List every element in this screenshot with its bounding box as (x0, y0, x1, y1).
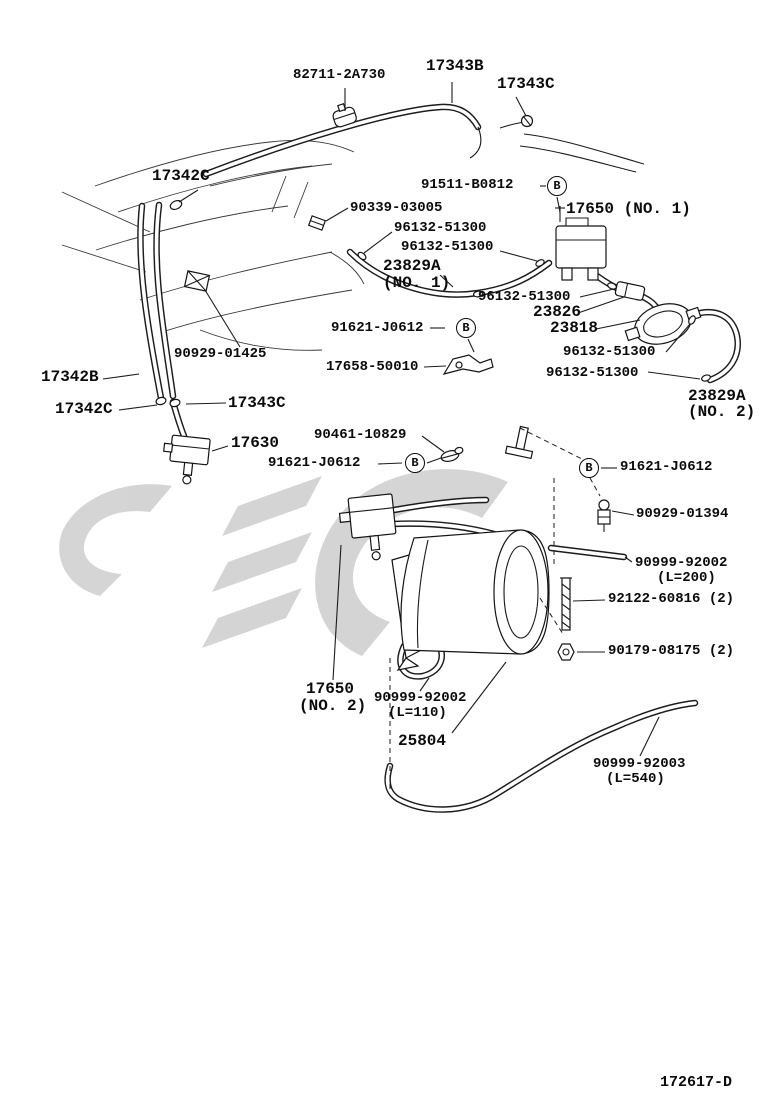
label-96132-51300-e: 96132-51300 (546, 365, 639, 381)
label-l110: (L=110) (388, 705, 447, 721)
label-96132-51300-c: 96132-51300 (478, 289, 571, 305)
detail-marker-b-icon: B (405, 453, 425, 473)
label-23829a-no1-sub: (NO. 1) (383, 274, 451, 292)
label-92122-60816: 92122-60816 (2) (608, 591, 735, 607)
label-91621-j0612-b: 91621-J0612 (268, 455, 361, 471)
label-17343c-top: 17343C (497, 75, 555, 93)
label-96132-51300-d: 96132-51300 (563, 344, 656, 360)
label-90999-92002-110: 90999-92002 (374, 690, 467, 706)
label-90339-03005: 90339-03005 (350, 200, 443, 216)
detail-marker-b-icon: B (547, 176, 567, 196)
nut-90179-drawing (557, 643, 575, 661)
label-17630: 17630 (231, 434, 280, 452)
label-82711-2a730: 82711-2A730 (293, 67, 386, 83)
vsv-17650-no2-drawing (338, 493, 397, 561)
label-17342c-top: 17342C (152, 167, 210, 185)
drawing-number: 172617-D (660, 1074, 733, 1091)
stud-92122-drawing (560, 577, 572, 631)
detail-marker-b-icon: B (456, 318, 476, 338)
components (155, 103, 711, 671)
bracket-17658-drawing (442, 354, 494, 375)
label-17650-no1: 17650 (NO. 1) (566, 200, 691, 218)
label-17342b: 17342B (41, 368, 99, 386)
label-90999-92002-200: 90999-92002 (635, 555, 728, 571)
label-17650-no2-sub: (NO. 2) (299, 697, 367, 715)
clamp-90929-01425-drawing (183, 270, 211, 292)
clamp-82711-drawing (332, 103, 357, 128)
label-23829a-no1: 23829A (383, 257, 441, 275)
label-17658-50010: 17658-50010 (326, 359, 419, 375)
valve-90929-01394-drawing (597, 499, 611, 532)
label-91511-b0812: 91511-B0812 (421, 177, 514, 193)
label-96132-51300-b: 96132-51300 (401, 239, 494, 255)
label-l540: (L=540) (606, 771, 665, 787)
clamp-90461-drawing (440, 446, 464, 462)
vsv-17650-no1-drawing (555, 217, 607, 281)
label-17650-no2: 17650 (306, 680, 355, 698)
label-23818: 23818 (550, 319, 599, 337)
label-17343b: 17343B (426, 57, 484, 75)
label-90179-08175: 90179-08175 (2) (608, 643, 735, 659)
leader-lines (102, 82, 701, 757)
label-l200: (L=200) (657, 570, 716, 586)
label-23829a-no2: 23829A (688, 387, 746, 405)
label-17343c-bottom: 17343C (228, 394, 286, 412)
label-90999-92003: 90999-92003 (593, 756, 686, 772)
detail-marker-b-icon: B (579, 458, 599, 478)
label-96132-51300-a: 96132-51300 (394, 220, 487, 236)
small-bracket-drawing (504, 425, 534, 460)
label-17342c-bottom: 17342C (55, 400, 113, 418)
label-90461-10829: 90461-10829 (314, 427, 407, 443)
label-91621-j0612-c: 91621-J0612 (620, 459, 713, 475)
label-23829a-no2-sub: (NO. 2) (688, 403, 756, 421)
clip-90339-drawing (307, 215, 327, 231)
clip-17342c-top-drawing (169, 199, 183, 211)
label-90929-01394: 90929-01394 (636, 506, 729, 522)
check-valve-23826-drawing (614, 281, 646, 301)
canister-25804-drawing (391, 529, 550, 671)
label-23826: 23826 (533, 303, 582, 321)
label-90929-01425: 90929-01425 (174, 346, 267, 362)
construction-lines (389, 427, 601, 790)
label-25804: 25804 (398, 732, 447, 750)
vsv-17630-drawing (163, 434, 211, 485)
vacuum-hoses (137, 103, 742, 813)
label-91621-j0612-a: 91621-J0612 (331, 320, 424, 336)
